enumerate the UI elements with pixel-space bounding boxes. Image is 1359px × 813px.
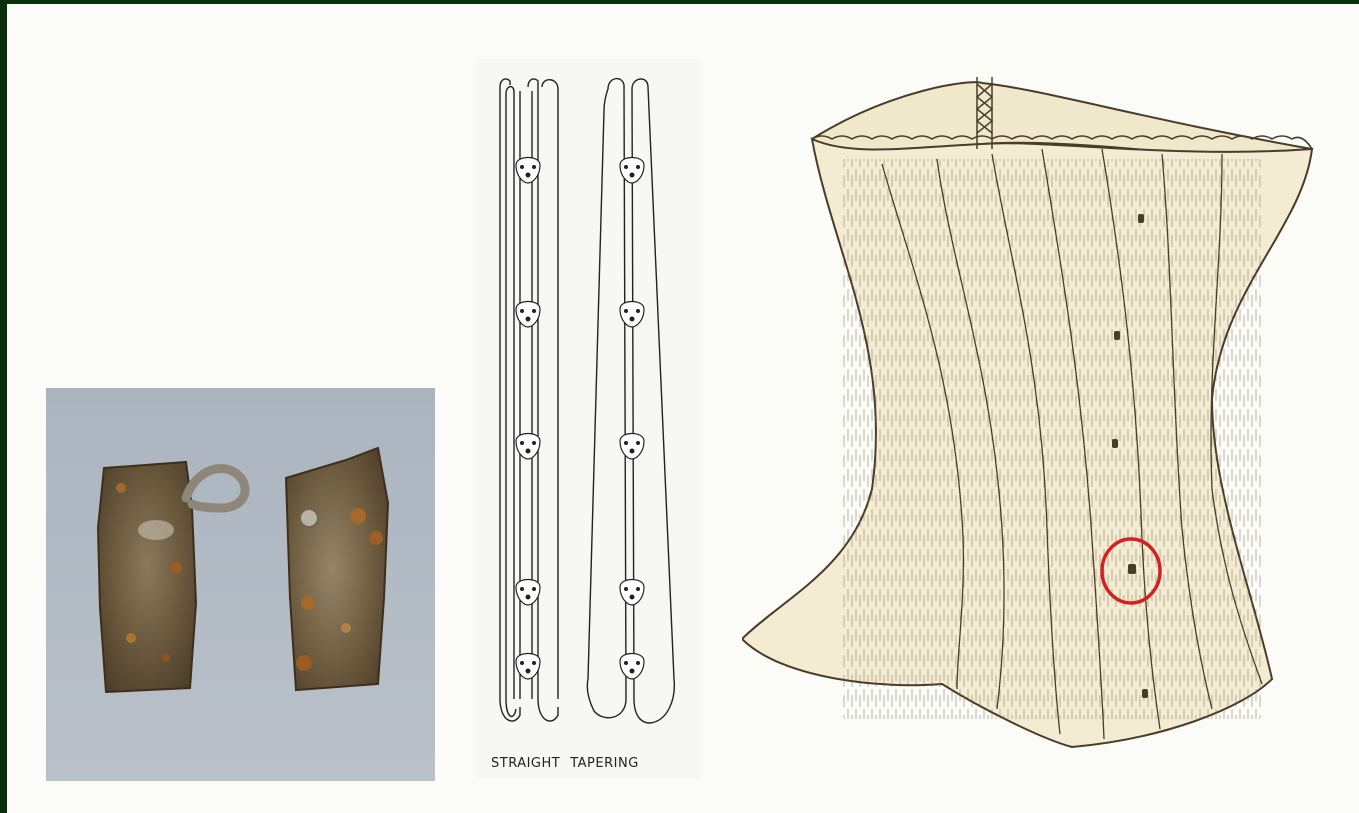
figure-page: STRAIGHT TAPERING [7,0,1359,813]
rusted-busk-fragments-icon [46,388,435,781]
busk-caption: STRAIGHT TAPERING [491,756,691,776]
busk-fragments-photo [46,388,435,781]
busk-diagram [476,59,701,779]
corset-illustration [742,69,1332,749]
corset-icon [742,69,1332,749]
label-straight: STRAIGHT [491,756,560,776]
label-tapering: TAPERING [570,756,639,776]
busk-line-drawing-icon [476,59,701,759]
